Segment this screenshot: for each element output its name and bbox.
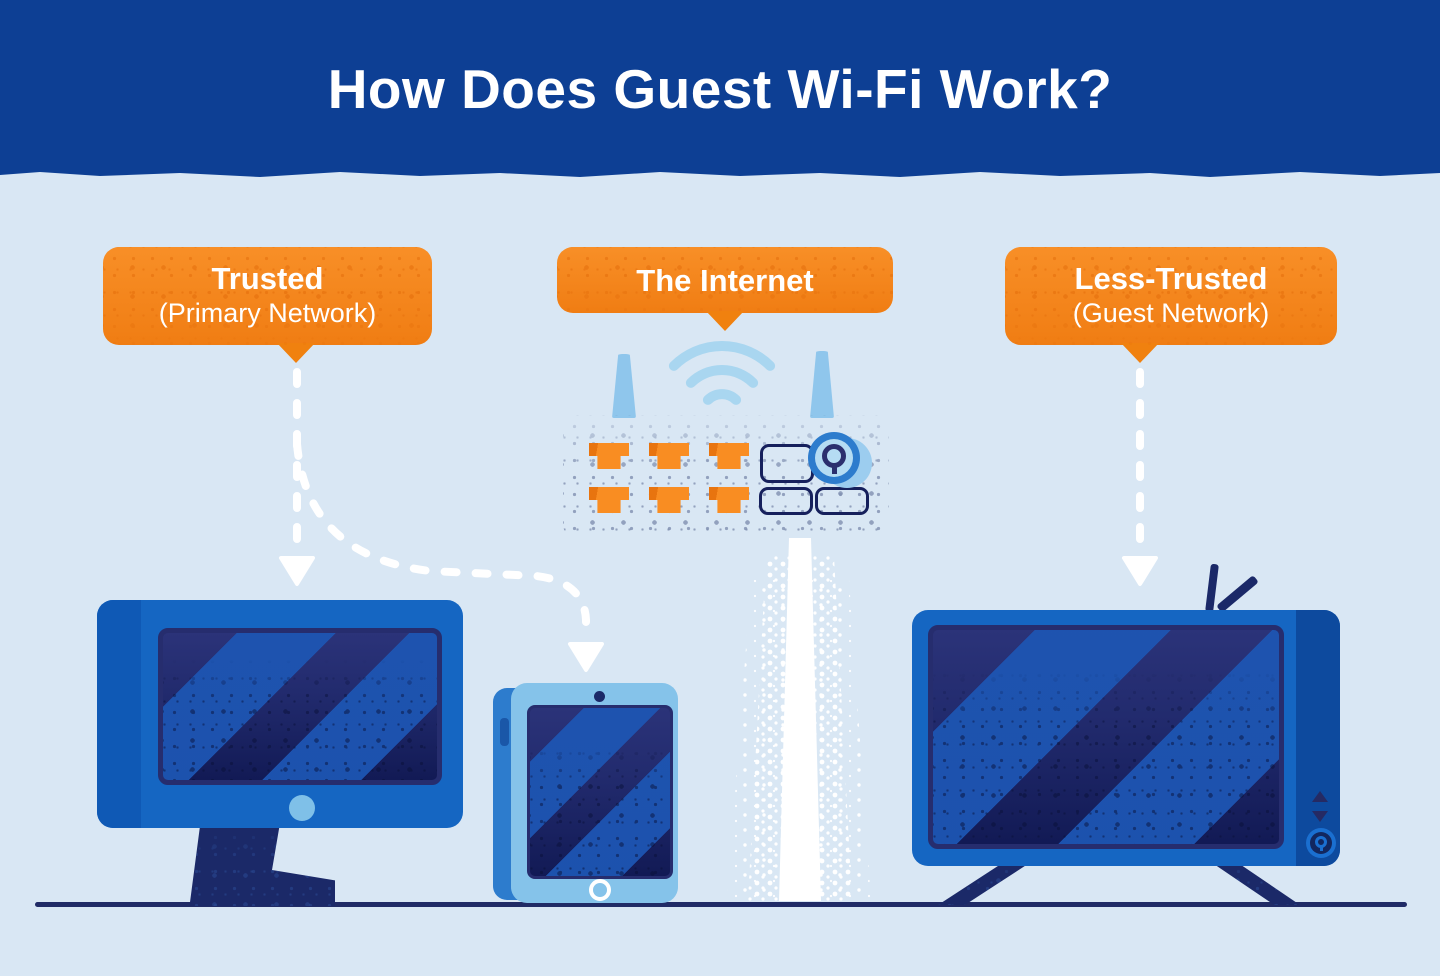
tablet-volume-button <box>500 718 509 746</box>
ethernet-port-icon <box>709 443 749 469</box>
q-logo-icon <box>808 432 872 492</box>
header-torn-edge <box>0 168 1440 177</box>
q-logo-icon <box>1306 828 1336 858</box>
ethernet-port-icon <box>649 443 689 469</box>
monitor-side-edge <box>97 600 141 828</box>
router-label-plate <box>815 487 869 515</box>
callout-trusted-title: Trusted <box>211 261 324 296</box>
tv-screen <box>928 625 1284 849</box>
monitor-stand <box>189 826 335 906</box>
q-logo-stem <box>832 465 837 474</box>
tv-leg <box>1208 860 1300 905</box>
ethernet-port-icon <box>709 487 749 513</box>
monitor-power-button-icon <box>289 795 315 821</box>
router <box>563 415 889 537</box>
ethernet-port-icon <box>589 487 629 513</box>
callout-internet: The Internet <box>557 247 893 331</box>
header-banner: How Does Guest Wi-Fi Work? <box>0 0 1440 170</box>
tablet <box>511 683 678 903</box>
router-antenna-icon <box>810 351 834 418</box>
ethernet-port-icon <box>589 443 629 469</box>
dashed-arrow-trusted-to-desktop <box>279 368 315 586</box>
tablet-screen <box>527 705 673 879</box>
callout-pointer-icon <box>1121 343 1159 363</box>
router-antenna-icon <box>612 354 636 418</box>
desktop-computer <box>97 600 463 828</box>
router-label-plate <box>759 487 813 515</box>
callout-pointer-icon <box>277 343 315 363</box>
wifi-signal-icon <box>668 340 776 405</box>
signal-beam <box>727 538 871 901</box>
dashed-arrow-less-trusted-to-tv <box>1122 368 1158 586</box>
callout-pointer-icon <box>706 311 744 331</box>
q-logo-stem <box>1320 846 1323 851</box>
callout-trusted: Trusted (Primary Network) <box>103 247 432 363</box>
callout-less-trusted: Less-Trusted (Guest Network) <box>1005 247 1337 363</box>
tablet-home-button-icon <box>589 879 611 901</box>
callout-less-trusted-subtitle: (Guest Network) <box>1072 298 1270 328</box>
callout-trusted-subtitle: (Primary Network) <box>158 298 377 328</box>
tablet-camera-icon <box>594 691 605 702</box>
television <box>912 610 1340 866</box>
callout-internet-title: The Internet <box>636 262 814 298</box>
callout-less-trusted-title: Less-Trusted <box>1074 261 1268 296</box>
ethernet-port-icon <box>649 487 689 513</box>
channel-up-icon <box>1312 791 1328 802</box>
router-label-plate <box>760 444 814 483</box>
page-title: How Does Guest Wi-Fi Work? <box>327 58 1113 120</box>
tv-antenna-icon <box>1216 575 1259 613</box>
monitor-screen <box>158 628 442 785</box>
tv-side-edge <box>1296 610 1340 866</box>
channel-down-icon <box>1312 811 1328 822</box>
ground-line <box>35 902 1407 907</box>
tv-leg <box>938 860 1034 905</box>
